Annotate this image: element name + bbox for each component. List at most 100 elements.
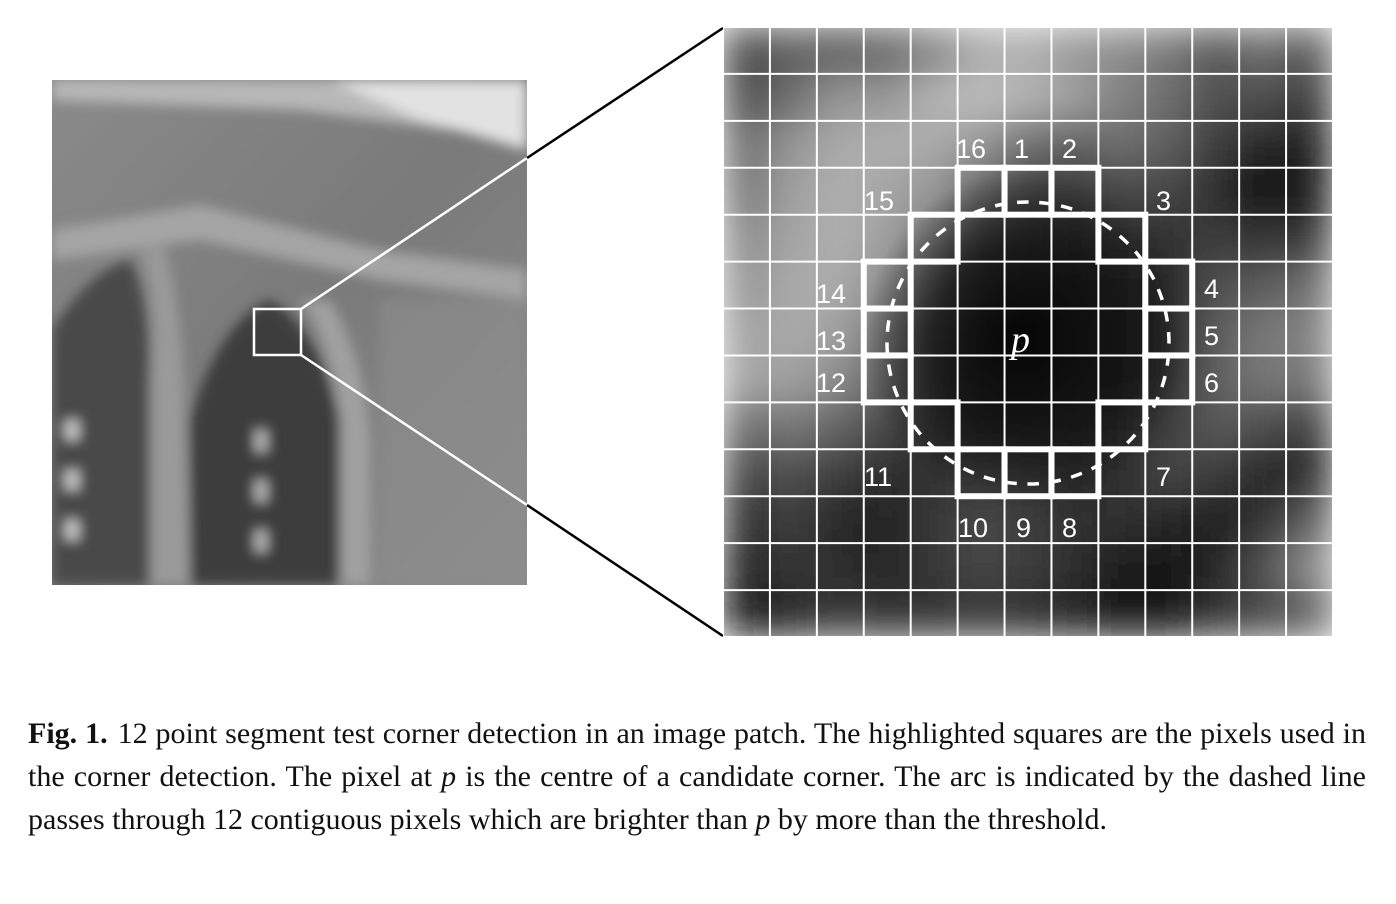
caption-label: Fig. 1. (28, 717, 108, 750)
caption-var-p-2: p (755, 803, 771, 836)
pixel-cell (1097, 27, 1146, 75)
pixel-cell (769, 73, 818, 122)
pixel-cell (1238, 401, 1287, 450)
pixel-cell (1144, 73, 1193, 122)
pixel-cell (816, 354, 865, 403)
pixel-cell (723, 261, 771, 310)
pixel-cell (816, 73, 865, 122)
pixel-cell (1285, 448, 1333, 497)
highlighted-pixel (954, 446, 1008, 500)
pixel-cell (1191, 354, 1240, 403)
pixel-cell (1191, 401, 1240, 450)
pixel-cell (863, 495, 912, 544)
pixel-cell (1285, 261, 1333, 310)
pixel-cell (769, 589, 818, 637)
pixel-cell (769, 214, 818, 263)
highlighted-pixel (1048, 164, 1102, 218)
pixel-cell (769, 261, 818, 310)
pixel-cell (1004, 589, 1052, 637)
pixel-cell (1050, 27, 1099, 75)
pixel-cell (723, 120, 771, 169)
point-label-10: 10 (958, 513, 988, 543)
point-label-13: 13 (816, 326, 846, 356)
pixel-cell (1144, 120, 1193, 169)
pixel-cell (863, 73, 912, 122)
pixel-cell (1285, 589, 1333, 637)
pixel-cell (816, 120, 865, 169)
pixel-cell (1238, 542, 1287, 591)
pixel-cell (910, 495, 959, 544)
point-label-8: 8 (1062, 513, 1077, 543)
pixel-cell (769, 308, 818, 356)
pixel-cell (816, 495, 865, 544)
pixel-cell (1238, 73, 1287, 122)
pixel-cell (1191, 214, 1240, 263)
point-labels: 1 2 3 4 5 6 7 8 9 10 11 12 13 14 15 16 p (816, 134, 1219, 543)
pixel-cell (816, 308, 865, 356)
pixel-cell (816, 542, 865, 591)
pixel-cell (816, 448, 865, 497)
pixel-cell (816, 401, 865, 450)
pixel-cell (723, 354, 771, 403)
pixel-cell (1191, 589, 1240, 637)
pixel-cell (723, 167, 771, 216)
pixel-cell (957, 27, 1006, 75)
pixel-cell (723, 448, 771, 497)
caption-text-1: 12 point segment test corner detection i… (28, 717, 1366, 793)
pixel-cell (1285, 214, 1333, 263)
segment-arc (885, 200, 1171, 486)
pixel-cell (1050, 73, 1099, 122)
pixel-cell (1238, 589, 1287, 637)
center-pixel-label: p (1008, 319, 1030, 361)
caption-var-p-1: p (441, 760, 457, 793)
pixel-cell (769, 167, 818, 216)
point-label-1: 1 (1014, 134, 1029, 164)
pixel-cell (910, 27, 959, 75)
pixel-cell (1238, 354, 1287, 403)
pixel-cell (863, 448, 912, 497)
pixel-cell (1144, 448, 1193, 497)
zoomed-patch (723, 27, 1333, 637)
pixel-cell (723, 542, 771, 591)
pixel-cell (863, 589, 912, 637)
pixel-cell (1144, 167, 1193, 216)
pixel-cell (957, 589, 1006, 637)
point-label-7: 7 (1156, 462, 1171, 492)
pixel-cell (1238, 308, 1287, 356)
pixel-cell (1238, 495, 1287, 544)
pixel-cell (1285, 167, 1333, 216)
figure-caption: Fig. 1.12 point segment test corner dete… (28, 712, 1366, 841)
highlighted-pixel (907, 211, 961, 265)
pixel-cell (816, 167, 865, 216)
pixel-cell (1191, 73, 1240, 122)
point-label-11: 11 (864, 462, 892, 492)
zoom-connector-lines (300, 26, 724, 638)
pixel-cell (1285, 73, 1333, 122)
point-label-9: 9 (1016, 513, 1031, 543)
pixel-cell (1050, 589, 1099, 637)
figure-canvas: 1 2 3 4 5 6 7 8 9 10 11 12 13 14 15 16 p (52, 26, 1333, 638)
pixel-cell (1144, 27, 1193, 75)
point-label-12: 12 (816, 368, 846, 398)
pixel-cell (1238, 214, 1287, 263)
pixel-cell (816, 214, 865, 263)
pixel-cell (1097, 495, 1146, 544)
pixel-cell (723, 401, 771, 450)
pixel-cell (816, 27, 865, 75)
pixel-cell (1191, 542, 1240, 591)
pixel-cell (1004, 73, 1052, 122)
pixel-cell (1191, 448, 1240, 497)
pixel-cell (910, 542, 959, 591)
point-label-16: 16 (956, 134, 986, 164)
pixel-cell (1144, 589, 1193, 637)
pixel-cell (1285, 495, 1333, 544)
pixel-cell (1285, 27, 1333, 75)
pixel-cell (769, 354, 818, 403)
source-image (52, 80, 527, 585)
point-label-2: 2 (1062, 134, 1077, 164)
point-label-14: 14 (816, 279, 846, 309)
pixel-cell (863, 167, 912, 216)
pixel-cell (1191, 495, 1240, 544)
pixel-cell (1050, 542, 1099, 591)
pixel-cell (723, 589, 771, 637)
